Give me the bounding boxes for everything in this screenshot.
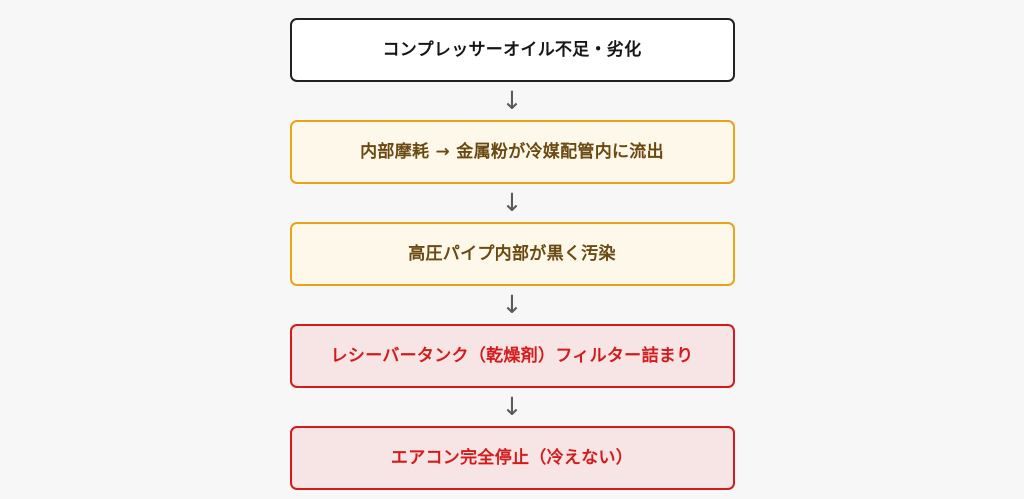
arrow-down-icon: ↓ (501, 289, 523, 319)
flow-connector-3: ↓ (290, 286, 735, 324)
flow-node-4-label: レシーバータンク（乾燥剤）フィルター詰まり (330, 345, 694, 366)
flow-node-2[interactable]: 内部摩耗 → 金属粉が冷媒配管内に流出 (289, 120, 735, 184)
arrow-down-icon: ↓ (501, 187, 523, 217)
arrow-down-icon: ↓ (501, 85, 523, 115)
flow-node-2-label: 内部摩耗 → 金属粉が冷媒配管内に流出 (360, 141, 664, 162)
flow-node-5-label: エアコン完全停止（冷えない） (390, 447, 634, 468)
flow-node-5[interactable]: エアコン完全停止（冷えない） (289, 426, 735, 490)
flow-node-3-label: 高圧パイプ内部が黒く汚染 (408, 243, 616, 264)
flow-connector-2: ↓ (290, 184, 735, 222)
flow-node-3[interactable]: 高圧パイプ内部が黒く汚染 (289, 222, 735, 286)
flow-node-1[interactable]: コンプレッサーオイル不足・劣化 (289, 18, 735, 82)
arrow-down-icon: ↓ (501, 391, 523, 421)
flow-node-1-label: コンプレッサーオイル不足・劣化 (382, 39, 642, 60)
flow-node-4[interactable]: レシーバータンク（乾燥剤）フィルター詰まり (289, 324, 735, 388)
flow-connector-4: ↓ (290, 388, 735, 426)
flow-connector-1: ↓ (290, 82, 735, 120)
